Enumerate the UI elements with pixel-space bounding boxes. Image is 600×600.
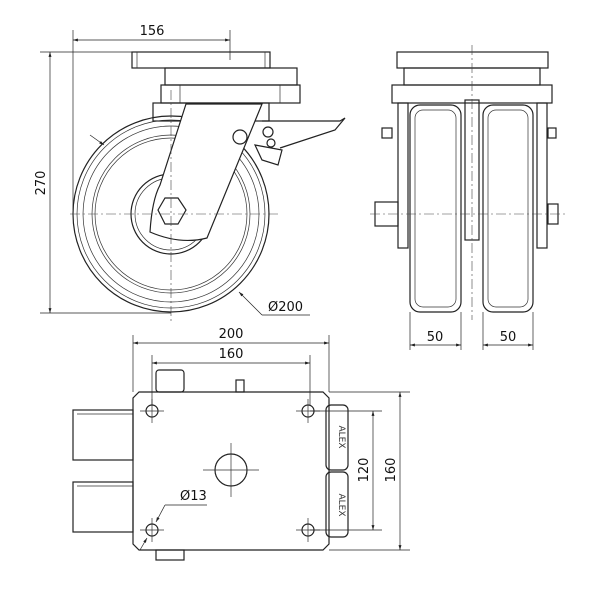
dim-label-50-left: 50 (427, 330, 444, 345)
dim-hole-diameter: Ø13 (139, 489, 207, 551)
dim-50-right: 50 (482, 312, 534, 350)
dim-200: 200 (132, 327, 330, 392)
fork (149, 103, 263, 242)
mounting-holes (140, 399, 320, 542)
dim-label-diameter-200: Ø200 (268, 300, 303, 315)
dim-label-270: 270 (34, 171, 49, 196)
dim-270: 270 (34, 51, 171, 314)
axle-nut-icon (157, 197, 187, 225)
dim-160-vertical: 160 (329, 391, 410, 551)
dim-156: 156 (72, 24, 231, 210)
brake-lever (232, 117, 346, 166)
front-view (370, 45, 565, 320)
wheel-marking-2: ALEX (336, 493, 346, 516)
plate-view: ALEX ALEX (72, 369, 349, 561)
dim-160-horizontal: 160 (151, 347, 311, 405)
dim-label-160-horizontal: 160 (219, 347, 244, 362)
dim-label-120: 120 (357, 458, 372, 483)
dim-50-left: 50 (409, 312, 462, 350)
dim-label-156: 156 (140, 24, 165, 39)
dim-wheel-diameter: Ø200 (89, 134, 310, 316)
dim-label-diameter-13: Ø13 (180, 489, 207, 504)
dim-label-200: 200 (219, 327, 244, 342)
dim-label-160-vertical: 160 (384, 458, 399, 483)
dim-label-50-right: 50 (500, 330, 517, 345)
side-view (70, 51, 346, 322)
wheel-marking-1: ALEX (336, 425, 346, 448)
dim-120: 120 (310, 410, 382, 531)
